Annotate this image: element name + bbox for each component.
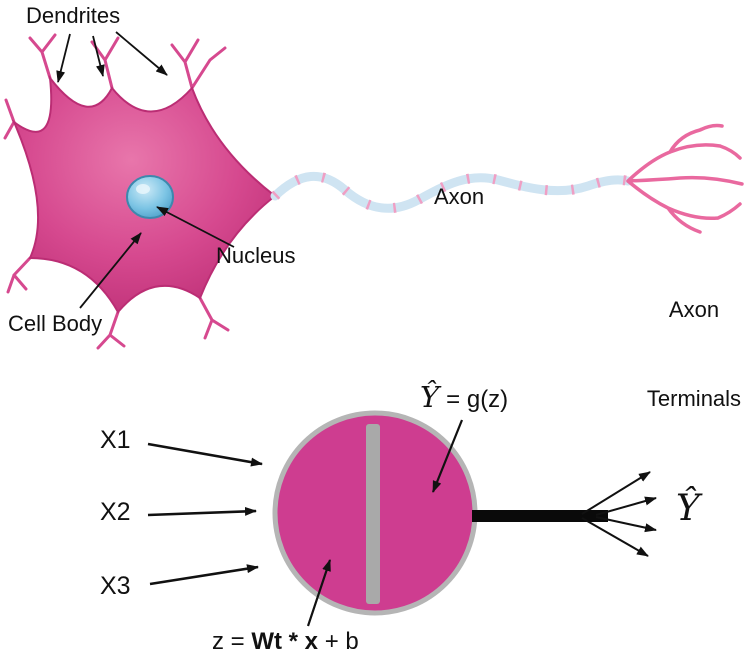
input-arrow-x3 — [149, 564, 259, 586]
weighted-sum-suffix: + b — [318, 628, 359, 655]
weighted-sum-bold: Wt * x — [251, 628, 319, 655]
output-arrow-4 — [581, 517, 649, 557]
nucleus-arrow — [156, 206, 235, 248]
nucleus-label: Nucleus — [216, 243, 296, 268]
output-arrow-1 — [581, 471, 651, 515]
dendrites-arrow-3 — [115, 31, 168, 76]
weighted-sum-arrow — [306, 559, 332, 627]
input-label-x2: X2 — [100, 498, 131, 526]
input-label-x3: X3 — [100, 572, 131, 600]
activation-equation: Ŷ = g(z) — [420, 380, 508, 414]
output-arrow-3 — [595, 516, 657, 533]
cell-body-label: Cell Body — [8, 311, 103, 336]
input-label-x1: X1 — [100, 426, 131, 454]
axon-terminals-line1: Axon — [668, 297, 720, 323]
output-yhat-label: Ŷ — [676, 488, 700, 529]
dendrites-arrow-1 — [56, 33, 71, 83]
input-arrow-x2 — [147, 506, 257, 517]
nucleus-highlight — [136, 184, 150, 194]
activation-arrow — [431, 419, 464, 493]
activation-yhat: Ŷ — [420, 380, 440, 414]
input-arrow-x1 — [147, 442, 263, 467]
divider-bar — [366, 424, 380, 604]
axon-terminals-label: Axon Terminals — [640, 236, 748, 474]
dendrites-label: Dendrites — [26, 3, 121, 28]
output-arrow-2 — [595, 496, 657, 516]
weighted-sum-prefix: z = — [212, 628, 252, 655]
axon-terminals-branches — [626, 123, 744, 234]
weighted-sum-equation: z = Wt * x + b — [212, 628, 359, 656]
axon-label: Axon — [434, 184, 485, 209]
dendrites — [3, 33, 230, 350]
axon-path — [270, 172, 633, 213]
axon-terminals-line2: Terminals — [646, 386, 742, 412]
activation-equation-text: = g(z) — [446, 386, 509, 413]
dendrites-arrow-2 — [92, 35, 105, 77]
cell-body-arrow — [79, 232, 142, 309]
